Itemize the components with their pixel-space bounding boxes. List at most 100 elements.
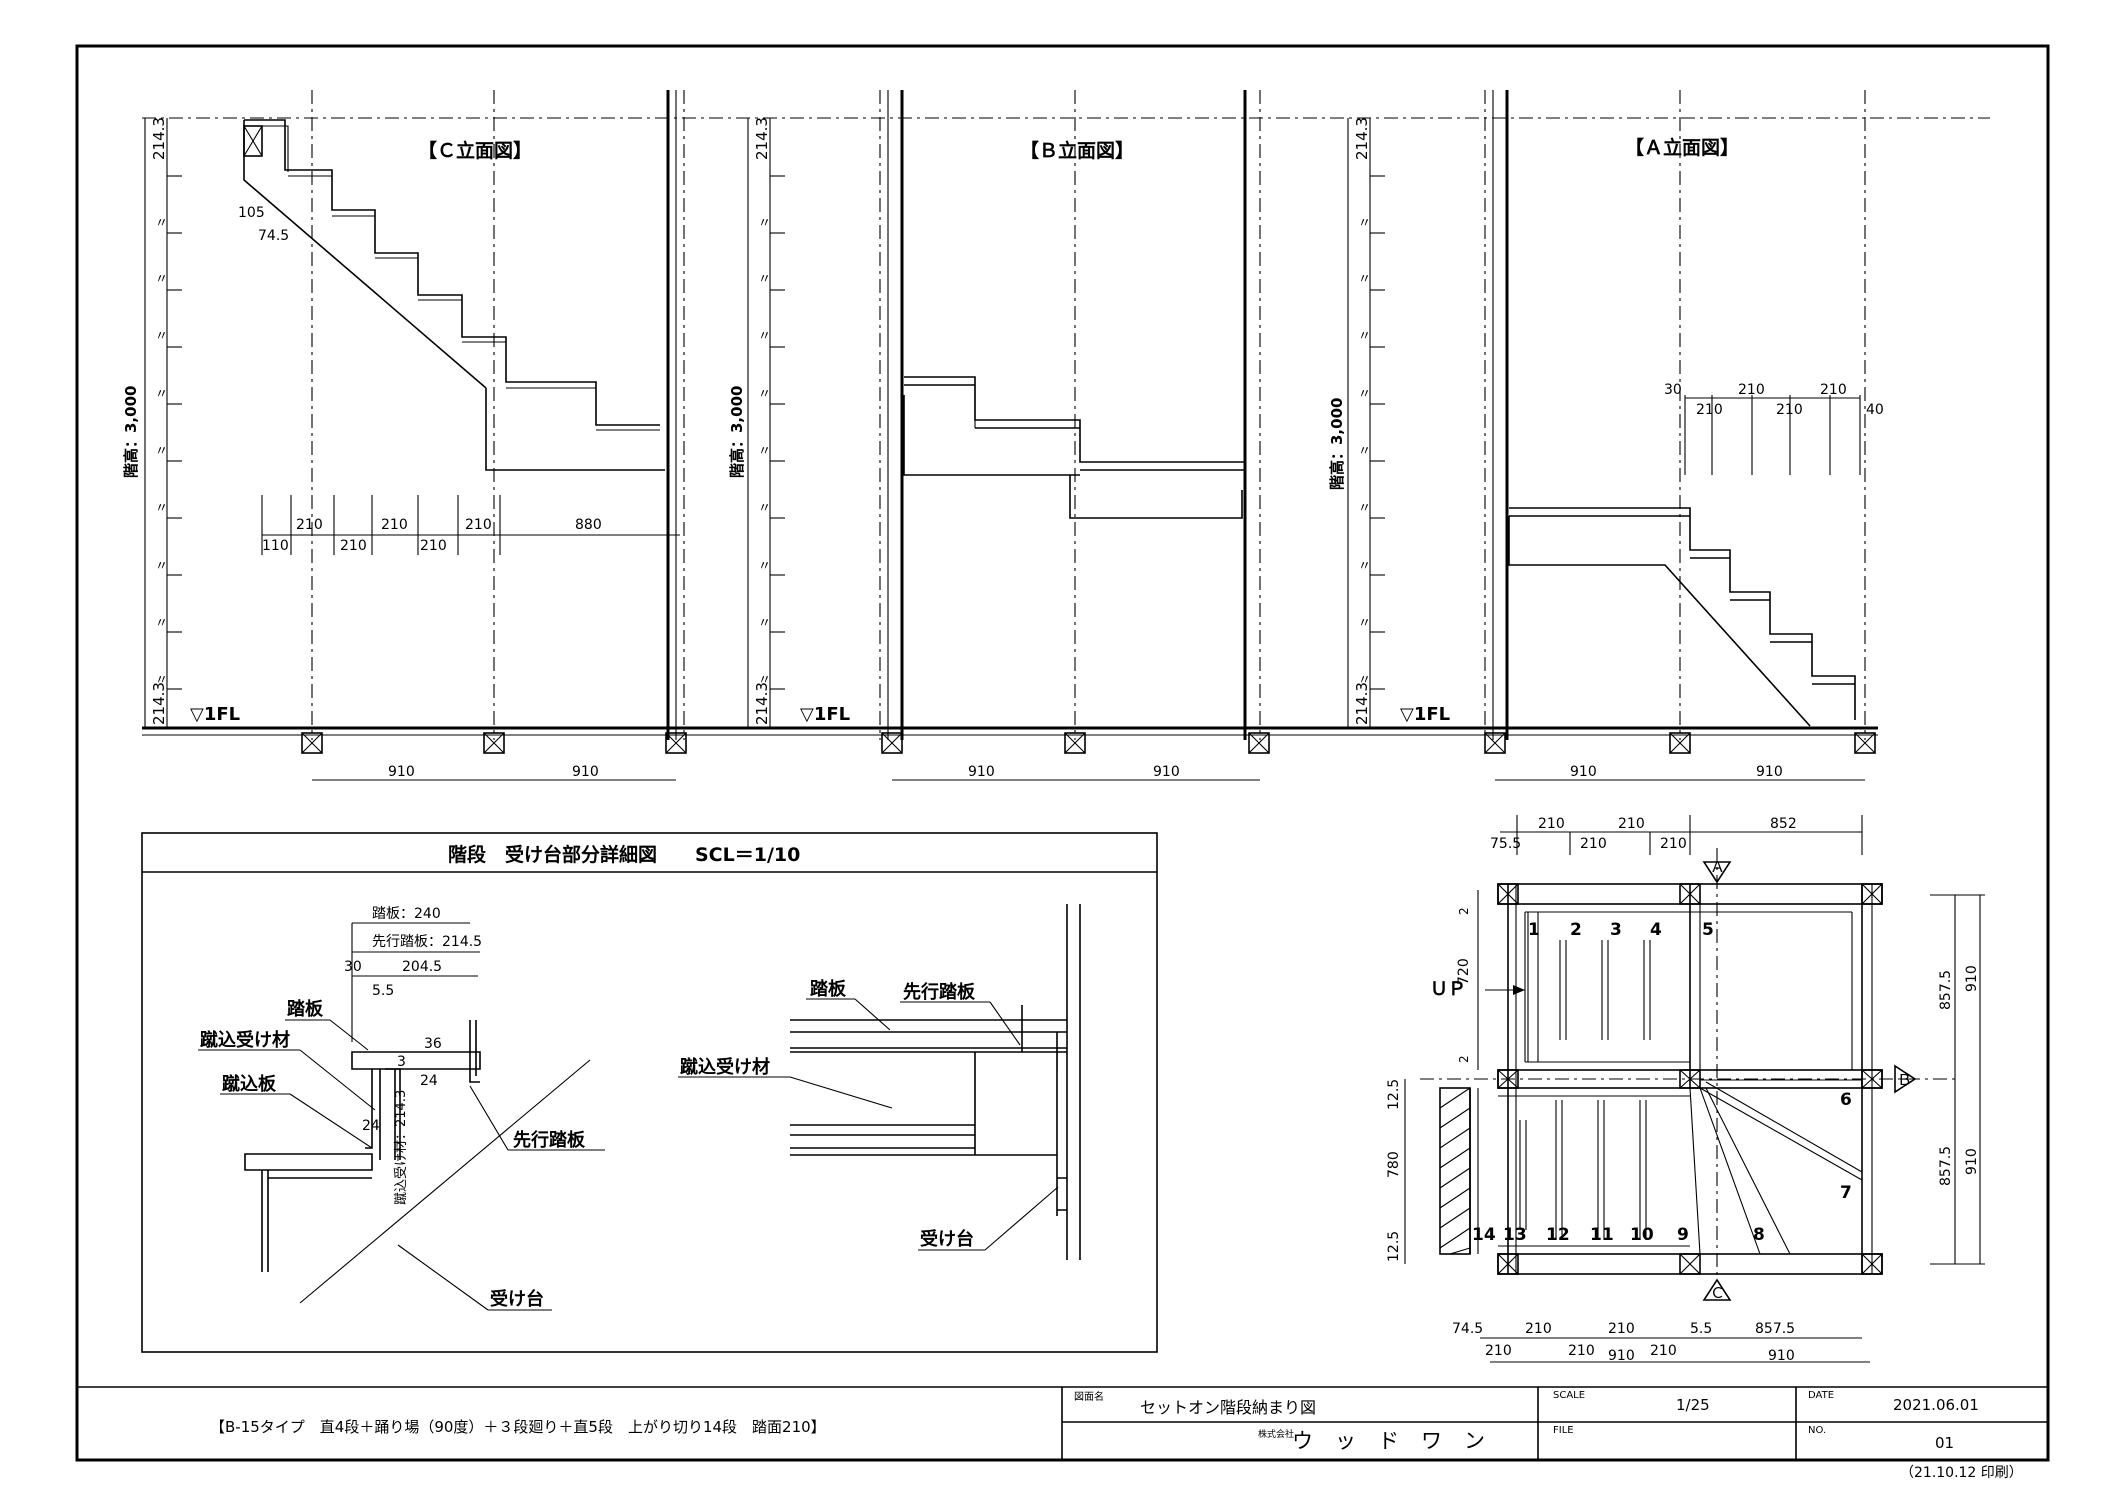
svg-text:12.5: 12.5 (1386, 1231, 1402, 1262)
svg-text:〃: 〃 (758, 444, 771, 459)
svg-text:852: 852 (1770, 816, 1797, 832)
svg-text:210: 210 (1776, 402, 1803, 418)
svg-text:▽1FL: ▽1FL (800, 704, 850, 725)
svg-text:210: 210 (465, 517, 492, 533)
svg-text:〃: 〃 (1358, 329, 1371, 344)
svg-text:2: 2 (1570, 920, 1582, 940)
svg-text:7: 7 (1840, 1183, 1852, 1203)
svg-text:蹴込板: 蹴込板 (222, 1073, 277, 1095)
svg-text:株式会社: 株式会社 (1258, 1428, 1294, 1440)
svg-text:〃: 〃 (155, 329, 168, 344)
detail-box: 階段 受け台部分詳細図 SCL＝1/10 踏板：240 先行踏板：214.5 3… (141, 832, 1158, 1353)
c-elevation: 214.3 214.3 〃 〃 〃 〃 〃 〃 〃 〃 〃 階高：3,000 ▽… (122, 90, 687, 781)
svg-text:〃: 〃 (758, 387, 771, 402)
svg-text:857.5: 857.5 (1755, 1321, 1795, 1337)
scale-value: 1/25 (1676, 1396, 1710, 1414)
svg-text:30: 30 (1664, 382, 1682, 398)
number-value: 01 (1935, 1434, 1954, 1452)
svg-text:蹴込受け材: 蹴込受け材 (680, 1056, 770, 1078)
svg-text:踏板: 踏板 (287, 998, 324, 1020)
svg-text:204.5: 204.5 (402, 959, 442, 975)
svg-text:74.5: 74.5 (1452, 1321, 1483, 1337)
svg-text:FILE: FILE (1553, 1425, 1574, 1436)
plan-step-numbers: 1 2 3 4 5 6 7 8 9 10 11 12 13 14 (1472, 920, 1852, 1245)
svg-text:14: 14 (1472, 1225, 1496, 1245)
svg-text:5: 5 (1702, 920, 1714, 940)
svg-text:210: 210 (1580, 836, 1607, 852)
svg-text:12.5: 12.5 (1386, 1079, 1402, 1110)
svg-text:210: 210 (1696, 402, 1723, 418)
a-riser-ticks: 〃 〃 〃 〃 〃 〃 〃 〃 〃 (1358, 175, 1385, 690)
svg-text:踏板: 踏板 (810, 978, 847, 1000)
svg-text:210: 210 (340, 538, 367, 554)
svg-text:910: 910 (1756, 764, 1783, 780)
svg-text:踏板：240: 踏板：240 (372, 906, 441, 922)
svg-text:910: 910 (1768, 1348, 1795, 1364)
svg-text:8: 8 (1753, 1225, 1765, 1245)
svg-text:〃: 〃 (758, 501, 771, 516)
svg-text:〃: 〃 (155, 616, 168, 631)
svg-text:階高：3,000: 階高：3,000 (728, 386, 746, 478)
svg-text:階高：3,000: 階高：3,000 (1328, 398, 1346, 490)
svg-text:3: 3 (1610, 920, 1622, 940)
sheet-border (75, 44, 2050, 1462)
b-elevation: 214.3 214.3 〃 〃 〃 〃 〃 〃 〃 〃 〃 階高：3,000 ▽… (728, 90, 1270, 781)
svg-text:880: 880 (575, 517, 602, 533)
svg-text:210: 210 (1485, 1343, 1512, 1359)
svg-text:〃: 〃 (1358, 559, 1371, 574)
svg-text:910: 910 (1570, 764, 1597, 780)
svg-text:214.3: 214.3 (753, 117, 771, 160)
b-grid-columns (881, 732, 1270, 754)
svg-text:210: 210 (1738, 382, 1765, 398)
c-title: 【Ｃ立面図】 (418, 139, 532, 162)
svg-text:〃: 〃 (758, 216, 771, 231)
c-stair-profile (243, 119, 665, 471)
svg-text:1: 1 (1528, 920, 1540, 940)
svg-text:ＵＰ: ＵＰ (1430, 979, 1466, 1000)
a-stair-profile (1508, 507, 1856, 727)
svg-text:〃: 〃 (1358, 272, 1371, 287)
title-block: 【B-15タイプ 直4段＋踊り場（90度）＋３段廻り＋直5段 上がり切り14段 … (77, 1386, 2048, 1481)
svg-text:〃: 〃 (758, 272, 771, 287)
svg-text:〃: 〃 (155, 673, 168, 688)
svg-text:210: 210 (1618, 816, 1645, 832)
drawing-name: セットオン階段納まり図 (1140, 1398, 1316, 1417)
svg-text:910: 910 (968, 764, 995, 780)
svg-text:〃: 〃 (1358, 444, 1371, 459)
svg-text:210: 210 (1650, 1343, 1677, 1359)
svg-text:110: 110 (262, 538, 289, 554)
svg-text:24: 24 (362, 1118, 380, 1134)
svg-text:910: 910 (572, 764, 599, 780)
a-title: 【Ａ立面図】 (1625, 136, 1739, 159)
svg-text:4: 4 (1650, 920, 1662, 940)
svg-text:Ｃ: Ｃ (1710, 1284, 1725, 1302)
svg-text:30: 30 (344, 959, 362, 975)
svg-text:210: 210 (1660, 836, 1687, 852)
svg-text:〃: 〃 (1358, 387, 1371, 402)
c-fl-label: ▽1FL (190, 704, 240, 725)
svg-text:910: 910 (1964, 965, 1980, 992)
svg-text:受け台: 受け台 (920, 1228, 974, 1250)
svg-text:210: 210 (1568, 1343, 1595, 1359)
svg-text:5.5: 5.5 (1690, 1321, 1712, 1337)
svg-text:40: 40 (1866, 402, 1884, 418)
svg-text:蹴込受け材：214.3: 蹴込受け材：214.3 (394, 1090, 409, 1205)
svg-text:210: 210 (1608, 1321, 1635, 1337)
svg-text:12: 12 (1546, 1225, 1570, 1245)
svg-text:910: 910 (388, 764, 415, 780)
svg-text:9: 9 (1677, 1225, 1689, 1245)
company-name: ウッドワン (1292, 1429, 1507, 1453)
c-grid-columns (301, 732, 687, 754)
svg-text:210: 210 (420, 538, 447, 554)
svg-text:5.5: 5.5 (372, 983, 394, 999)
svg-text:蹴込受け材: 蹴込受け材 (200, 1029, 290, 1051)
svg-text:〃: 〃 (758, 329, 771, 344)
svg-text:210: 210 (1538, 816, 1565, 832)
date-value: 2021.06.01 (1893, 1396, 1979, 1414)
svg-text:910: 910 (1964, 1148, 1980, 1175)
c-riser-bottom: 214.3 (150, 682, 168, 725)
plan-view: 210 210 852 75.5 210 210 Ａ (1386, 815, 1985, 1364)
c-riser-top: 214.3 (150, 117, 168, 160)
svg-text:75.5: 75.5 (1490, 836, 1521, 852)
svg-text:Ｂ: Ｂ (1897, 1071, 1912, 1089)
